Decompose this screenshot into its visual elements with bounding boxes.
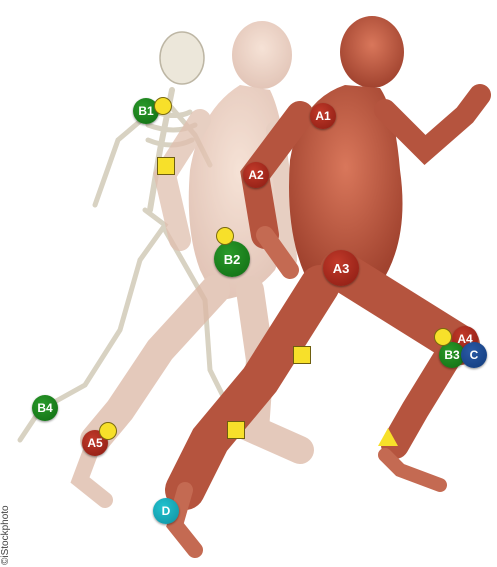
marker-c: C (461, 342, 487, 368)
marker-b2: B2 (214, 241, 250, 277)
yellow-square-symbol (293, 346, 311, 364)
yellow-circle-symbol (99, 422, 117, 440)
marker-d: D (153, 498, 179, 524)
yellow-circle-symbol (154, 97, 172, 115)
marker-a2: A2 (243, 162, 269, 188)
yellow-square-symbol (227, 421, 245, 439)
yellow-circle-symbol (216, 227, 234, 245)
credit-text: ©iStockphoto (0, 505, 11, 565)
marker-b4: B4 (32, 395, 58, 421)
yellow-circle-symbol (434, 328, 452, 346)
marker-a1: A1 (310, 103, 336, 129)
yellow-triangle-symbol (378, 428, 398, 446)
yellow-square-symbol (157, 157, 175, 175)
image-credit: ©iStockphoto (0, 470, 12, 565)
marker-a3: A3 (323, 250, 359, 286)
